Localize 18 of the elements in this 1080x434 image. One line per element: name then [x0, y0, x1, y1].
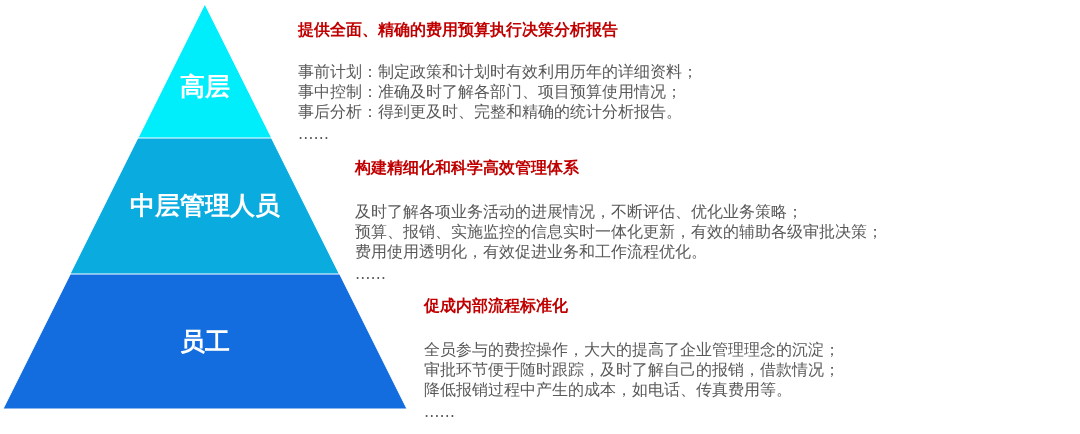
- ellipsis: ……: [424, 402, 455, 422]
- description-line: 及时了解各项业务活动的进展情况，不断评估、优化业务策略；: [355, 202, 803, 222]
- heading: 提供全面、精确的费用预算执行决策分析报告: [298, 20, 618, 40]
- heading: 构建精细化和科学高效管理体系: [355, 158, 579, 178]
- level-label: 高层: [179, 72, 231, 103]
- description-line: 全员参与的费控操作，大大的提高了企业管理理念的沉淀；: [424, 340, 840, 360]
- description-line: 事中控制：准确及时了解各部门、项目预算使用情况；: [298, 82, 682, 102]
- ellipsis: ……: [298, 124, 329, 144]
- description-line: 预算、报销、实施监控的信息实时一体化更新，有效的辅助各级审批决策；: [355, 222, 883, 242]
- description-line: 费用使用透明化，有效促进业务和工作流程优化。: [355, 242, 707, 262]
- description-line: 降低报销过程中产生的成本，如电话、传真费用等。: [424, 380, 792, 400]
- heading: 促成内部流程标准化: [424, 296, 568, 316]
- level-label: 员工: [179, 326, 231, 357]
- level-label: 中层管理人员: [129, 191, 281, 221]
- description-line: 审批环节便于随时跟踪，及时了解自己的报销，借款情况；: [424, 360, 840, 380]
- ellipsis: ……: [355, 264, 386, 284]
- description-line: 事后分析：得到更及时、完整和精确的统计分析报告。: [298, 102, 682, 122]
- description-line: 事前计划：制定政策和计划时有效利用历年的详细资料；: [298, 62, 698, 82]
